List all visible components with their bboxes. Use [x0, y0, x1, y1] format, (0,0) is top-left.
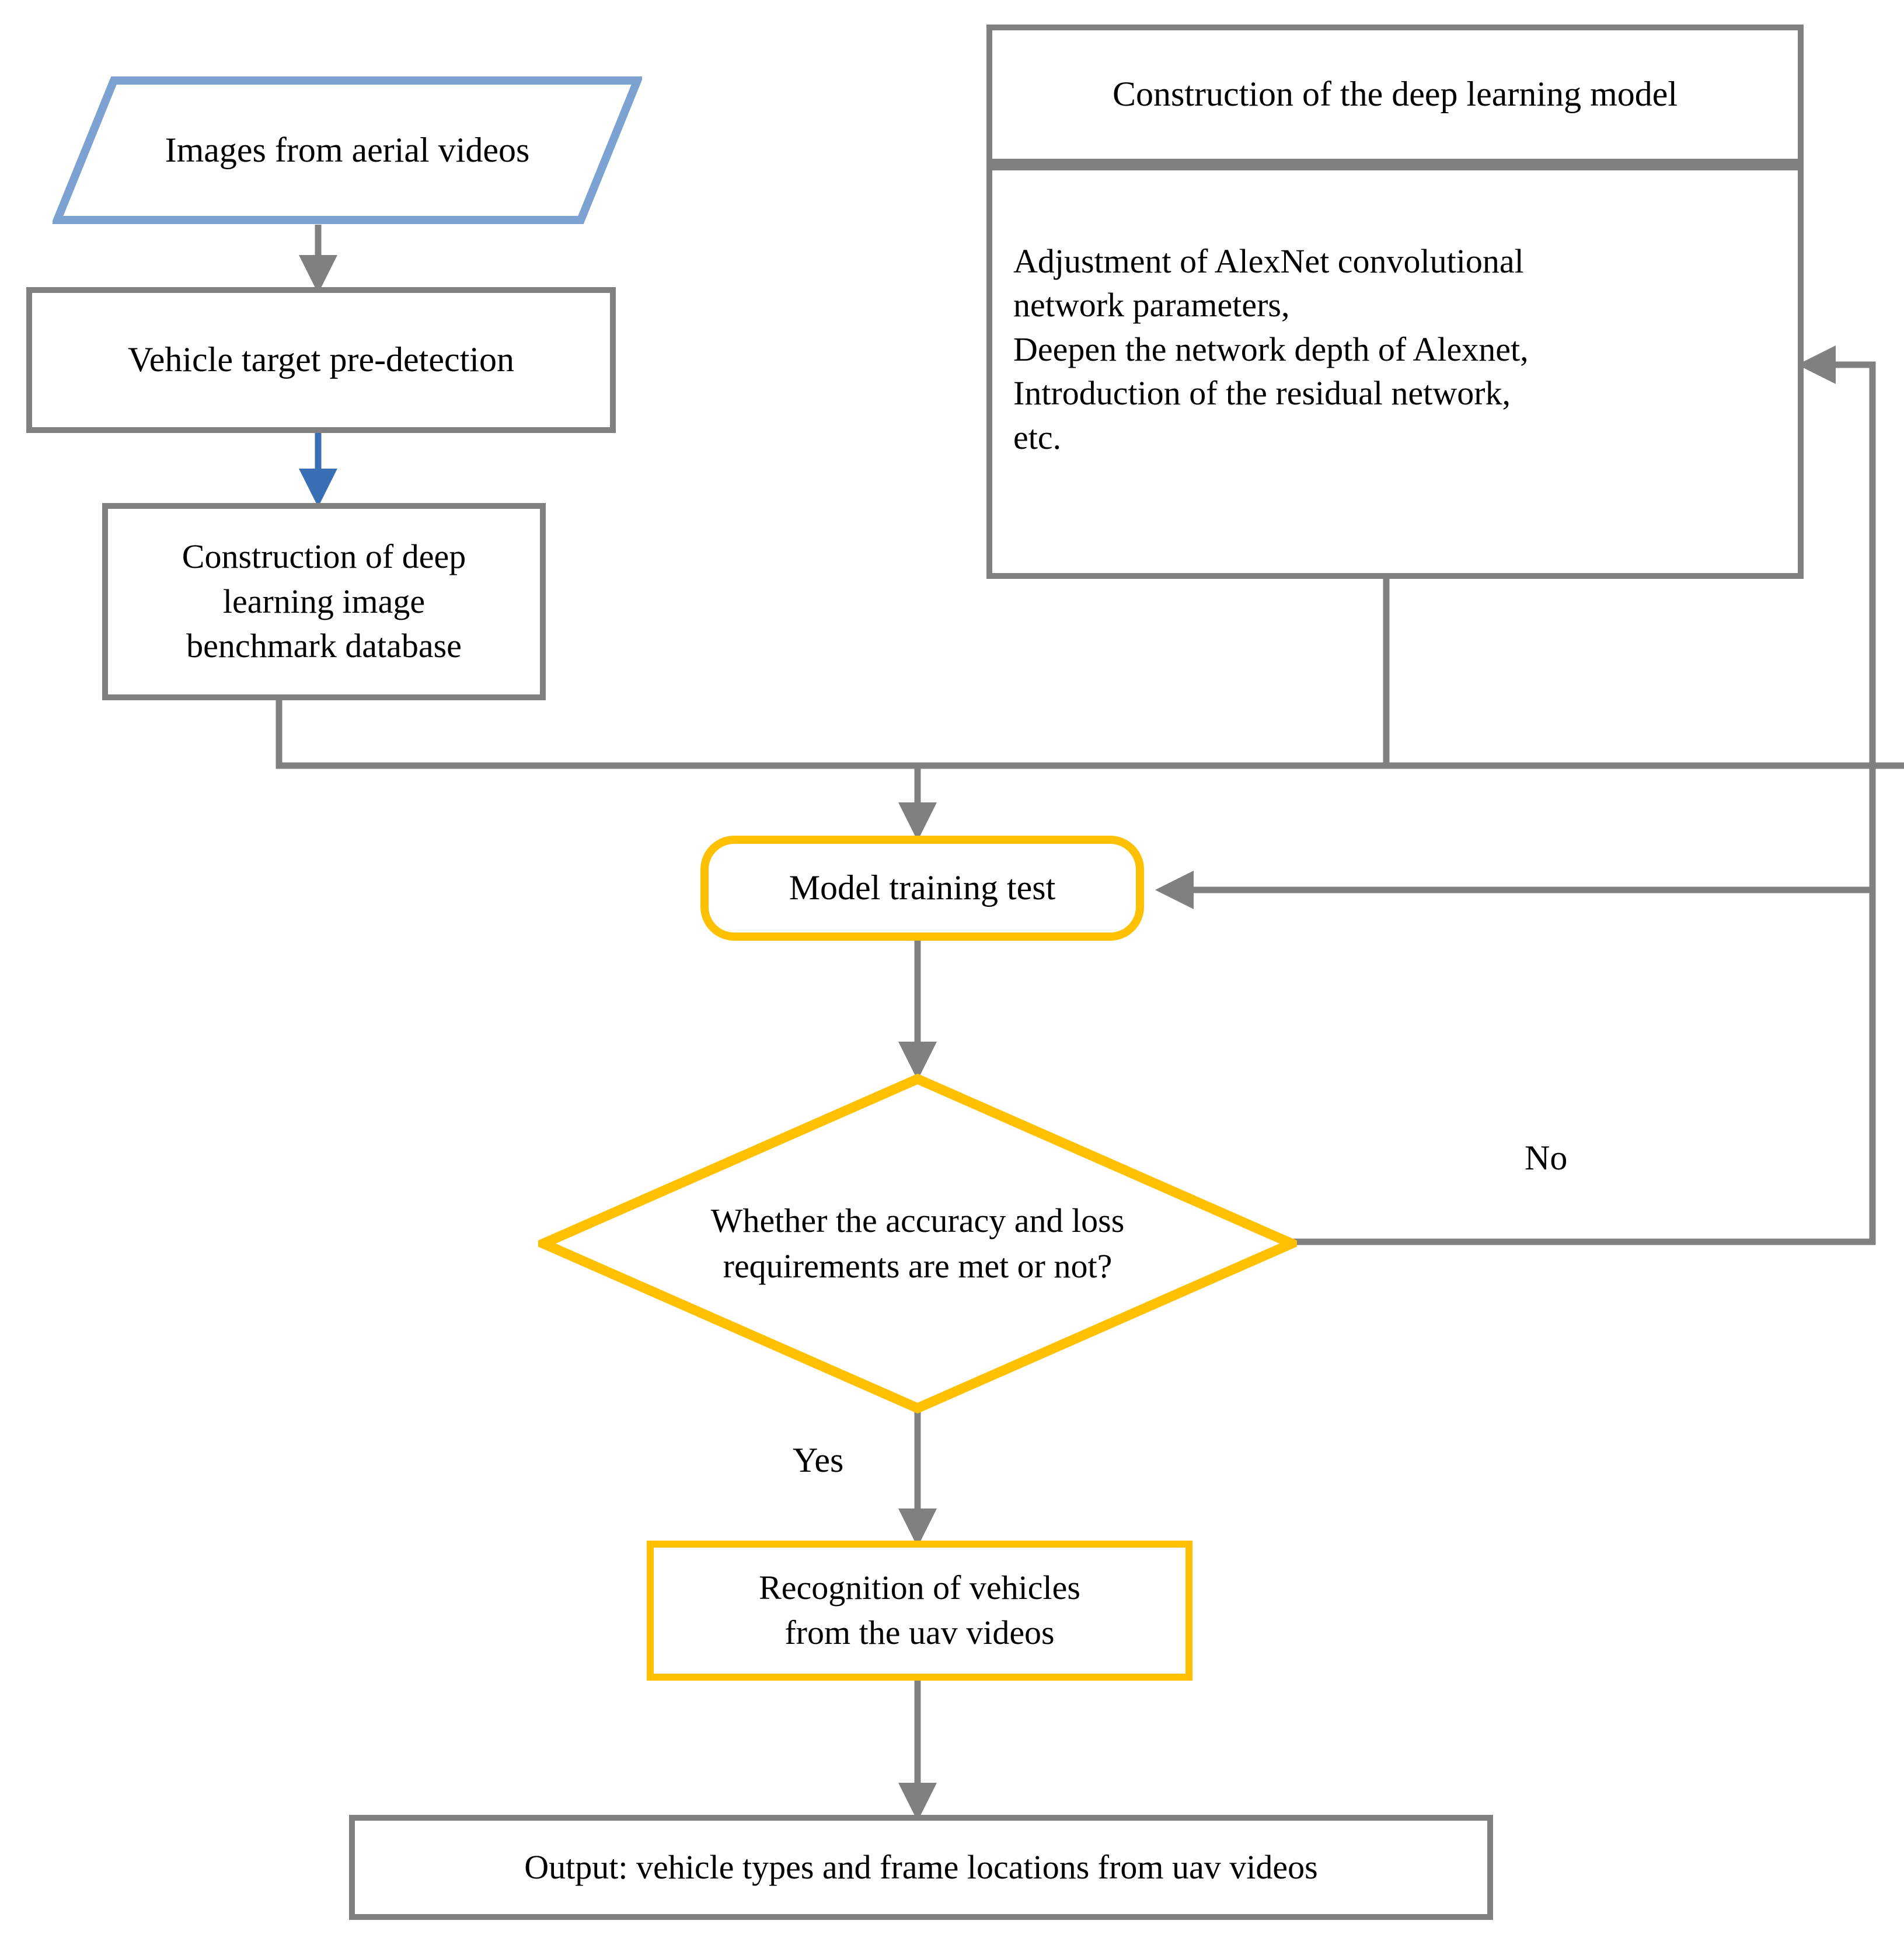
node-recognition-label: Recognition of vehicles from the uav vid… [654, 1566, 1185, 1655]
edge-label-yes: Yes [793, 1441, 844, 1479]
md-line-2: network parameters, [1013, 286, 1290, 324]
node-pre-detection-label: Vehicle target pre-detection [128, 340, 514, 379]
dec-line-2: requirements are met or not? [723, 1247, 1113, 1285]
node-model-training-test[interactable]: Model training test [700, 836, 1144, 941]
rec-line-1: Recognition of vehicles [759, 1569, 1080, 1607]
diamond-shape [538, 1074, 1297, 1413]
node-model-header-label: Construction of the deep learning model [1112, 75, 1678, 114]
md-line-5: etc. [1013, 418, 1062, 456]
dec-line-1: Whether the accuracy and loss [710, 1202, 1125, 1240]
db-line-3: benchmark database [186, 627, 462, 665]
md-line-4: Introduction of the residual network, [1013, 374, 1511, 413]
edge-database-to-training [276, 700, 1904, 769]
node-input-images[interactable]: Images from aerial videos [53, 76, 642, 225]
node-benchmark-database[interactable]: Construction of deep learning image benc… [102, 503, 546, 700]
node-pre-detection[interactable]: Vehicle target pre-detection [26, 287, 616, 433]
node-model-training-test-label: Model training test [789, 868, 1056, 907]
node-recognition[interactable]: Recognition of vehicles from the uav vid… [647, 1541, 1192, 1681]
db-line-2: learning image [222, 582, 426, 620]
node-decision-label: Whether the accuracy and loss requiremen… [538, 1074, 1297, 1413]
md-line-1: Adjustment of AlexNet convolutional [1013, 242, 1524, 280]
node-decision[interactable]: Whether the accuracy and loss requiremen… [538, 1074, 1297, 1413]
node-model-details-label: Adjustment of AlexNet convolutional netw… [992, 170, 1798, 459]
node-model-header[interactable]: Construction of the deep learning model [986, 25, 1804, 165]
rec-line-2: from the uav videos [784, 1614, 1055, 1651]
db-line-1: Construction of deep [182, 537, 466, 576]
node-model-details[interactable]: Adjustment of AlexNet convolutional netw… [986, 165, 1804, 579]
node-output-label: Output: vehicle types and frame location… [524, 1848, 1318, 1886]
md-line-3: Deepen the network depth of Alexnet, [1013, 330, 1529, 368]
parallelogram-shape [53, 76, 642, 224]
node-input-images-label: Images from aerial videos [165, 131, 530, 169]
node-output[interactable]: Output: vehicle types and frame location… [349, 1815, 1493, 1920]
node-benchmark-database-label: Construction of deep learning image benc… [108, 535, 540, 669]
edge-label-no: No [1525, 1139, 1568, 1177]
